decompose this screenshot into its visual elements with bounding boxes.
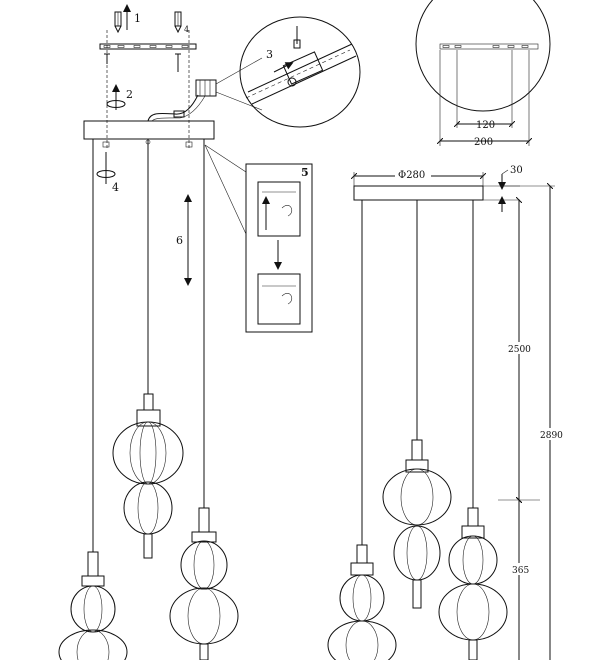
step-3-zoom-callout: [215, 16, 361, 128]
step-4-label: 4: [112, 181, 119, 194]
wiring-connector: [147, 79, 217, 122]
ceiling-screw-left: [114, 11, 122, 34]
step-5-detail-box: [204, 144, 313, 333]
elevation-pendant-right: [438, 507, 508, 660]
canopy-diameter-label: Φ280: [398, 170, 425, 181]
canopy-height-label: 30: [510, 165, 523, 176]
pendant-lamp-right: [169, 507, 239, 660]
lamp-height-label: 365: [512, 566, 529, 576]
installation-steps: 1 4 2: [58, 4, 361, 660]
pendant-lamp-left: [58, 551, 128, 660]
cable-length-label: 2500: [508, 345, 531, 355]
canopy-top-view: [415, 0, 551, 146]
canopy: [83, 120, 215, 140]
total-height-label: 2890: [540, 431, 563, 441]
step-2-rotate-icon: [106, 84, 126, 110]
step-1-label: 1: [134, 12, 141, 25]
step-2-label: 2: [126, 88, 133, 101]
inner-spacing-label: 120: [476, 120, 495, 131]
plate-screw-right: [175, 53, 181, 72]
step-4-rotate-icon: [96, 152, 116, 184]
plate-screw-left: [104, 53, 110, 64]
elevation-pendant-left: [327, 544, 397, 660]
mounting-plate: [99, 43, 197, 50]
dimensioned-elevation: [327, 169, 555, 660]
outer-width-label: 200: [474, 137, 493, 148]
canopy-side-view: [353, 185, 484, 201]
pendant-lamp-middle: [112, 393, 184, 559]
ceiling-screw-right: [174, 11, 182, 34]
elevation-pendant-middle: [382, 439, 452, 609]
step-6-label: 6: [176, 234, 183, 247]
step-5-label: 5: [301, 166, 309, 179]
step-3-label: 3: [266, 48, 273, 61]
small-screw-label: 4: [184, 25, 189, 34]
